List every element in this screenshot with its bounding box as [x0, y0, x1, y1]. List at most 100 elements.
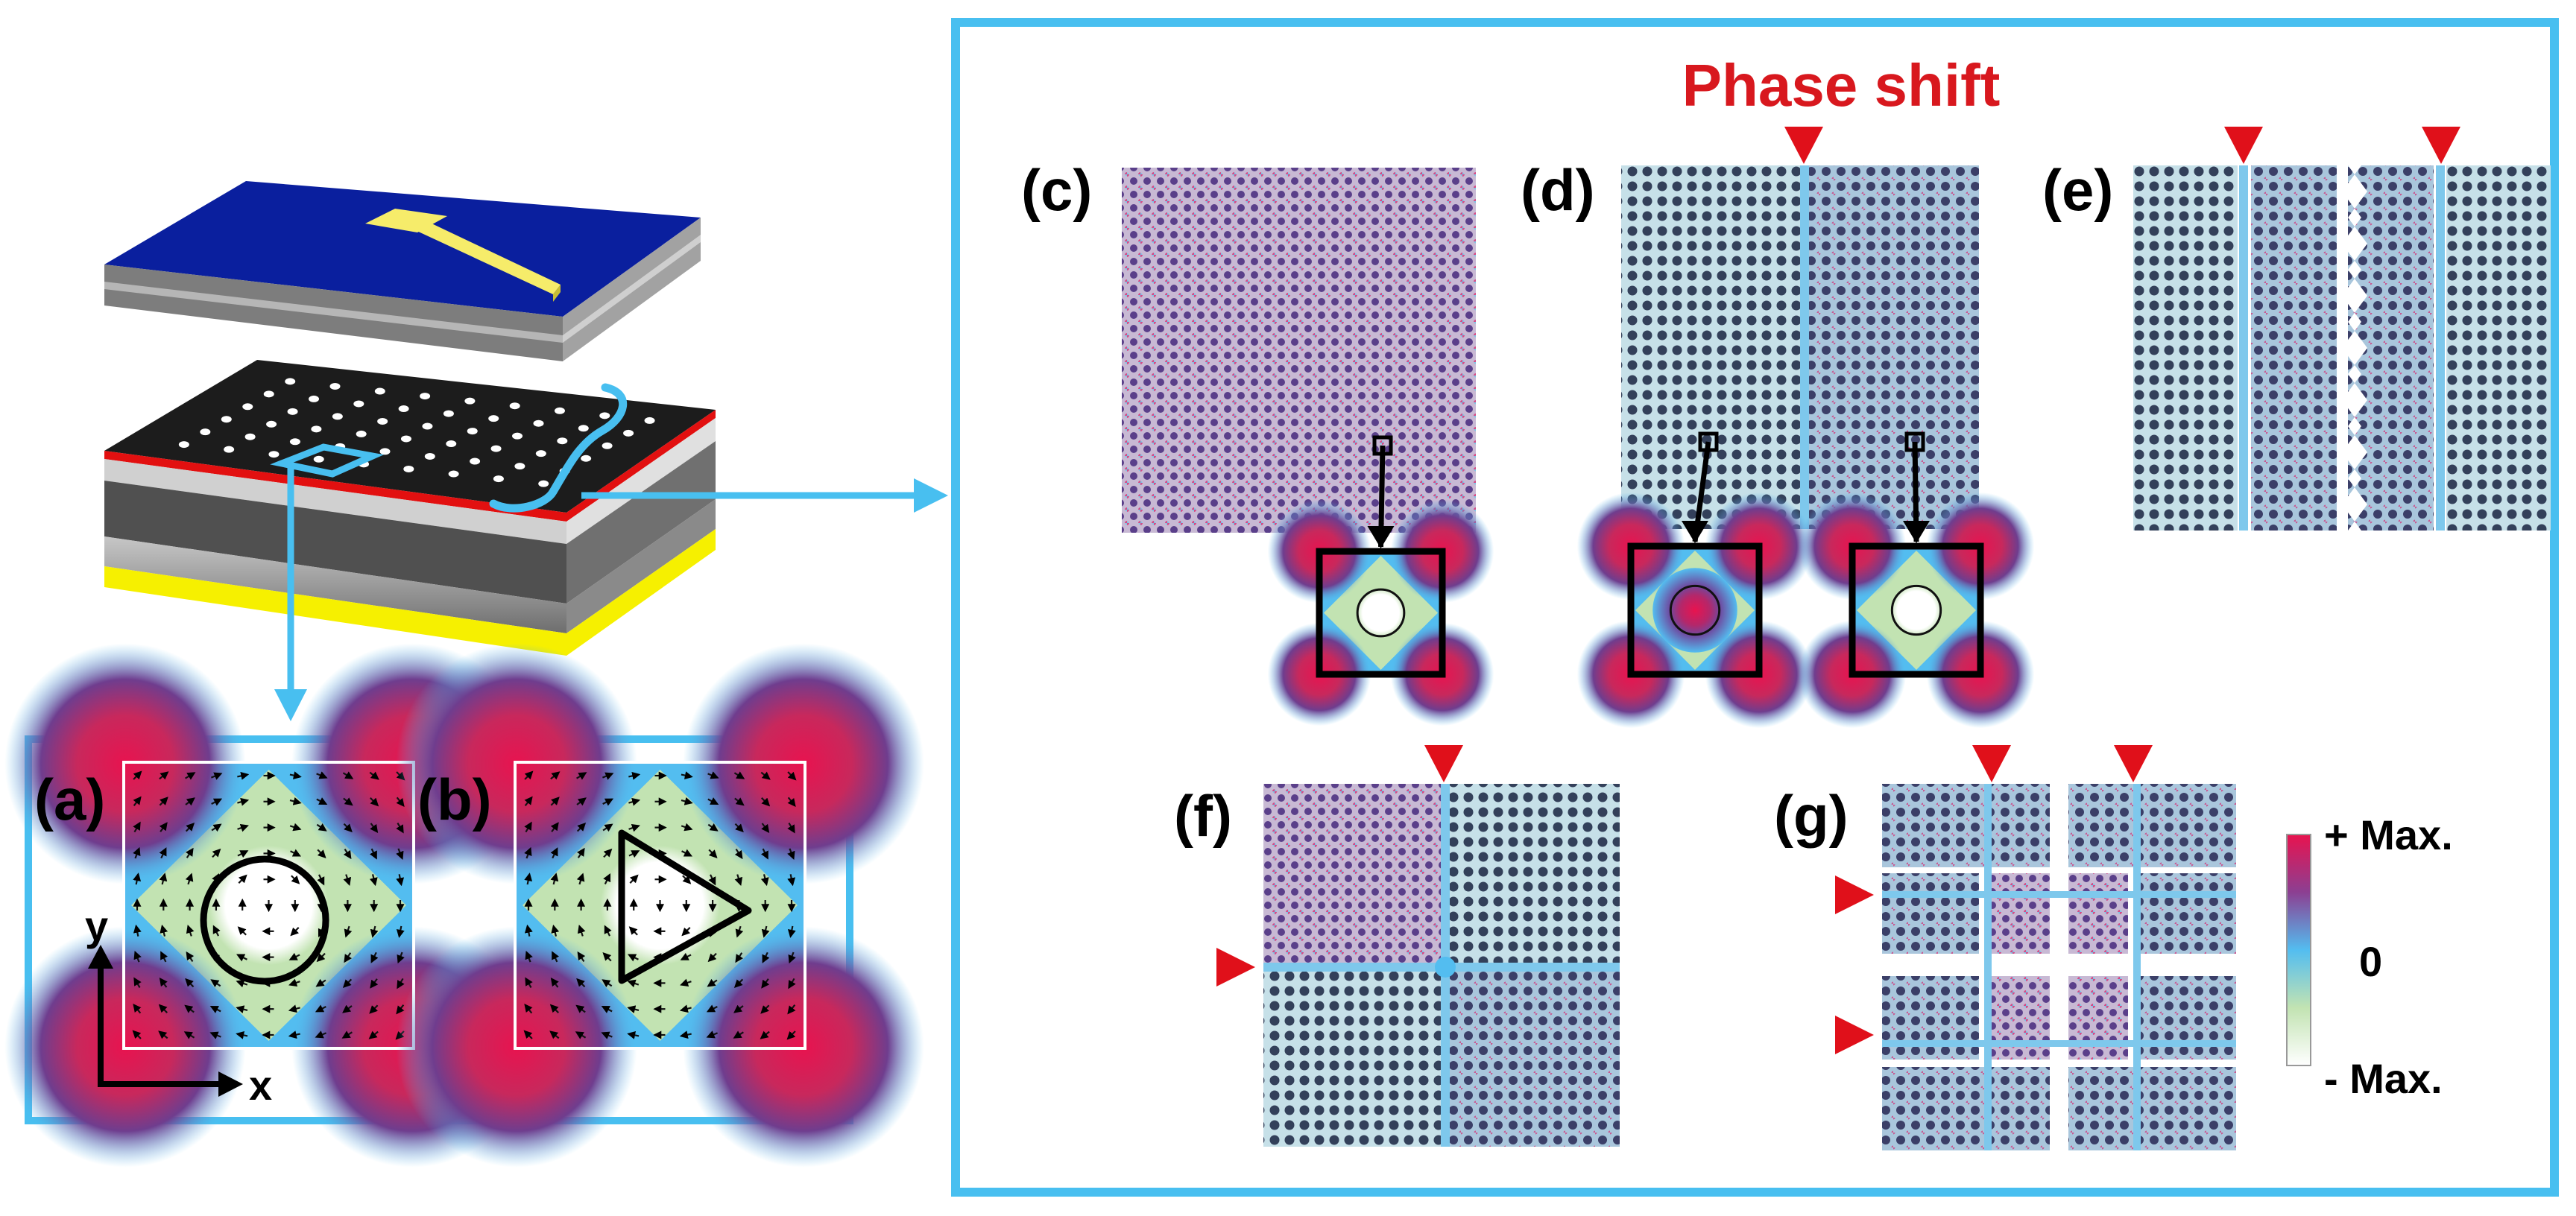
- coordinate-axes: y x: [85, 902, 272, 1109]
- panel-label-c: (c): [1021, 157, 1092, 223]
- field-vector-arrow: [185, 823, 195, 832]
- phase-shift-line-e1: [2239, 165, 2248, 531]
- field-vector-arrow: [185, 873, 194, 885]
- air-hole: [533, 419, 544, 427]
- field-vector-arrow: [209, 1031, 221, 1039]
- field-vector-arrow: [576, 797, 587, 806]
- axis-arrow-right-icon: [218, 1071, 243, 1097]
- field-vector-arrow: [315, 1004, 326, 1013]
- field-vector-arrow: [290, 849, 302, 857]
- air-hole: [403, 465, 414, 472]
- field-vector-arrow: [237, 926, 247, 936]
- field-vector-arrow: [681, 797, 693, 805]
- air-hole: [268, 451, 280, 458]
- field-vector-arrow: [288, 1004, 300, 1013]
- field-vector-arrow: [369, 848, 377, 860]
- field-vector-arrow: [680, 952, 692, 960]
- field-vector-arrow: [396, 925, 405, 938]
- blue-arrow-right-icon: [914, 478, 948, 513]
- field-vector-arrow: [628, 797, 641, 806]
- probe-square: [1698, 431, 1719, 452]
- field-vector-arrow: [369, 874, 378, 887]
- panel-d-lattice-right: [1808, 165, 1979, 529]
- panel-ab-group: (a) (b) y x: [4, 643, 924, 1168]
- field-vector-arrow: [160, 951, 168, 963]
- field-vector-arrow: [524, 873, 533, 885]
- field-vector-arrow: [132, 1030, 142, 1039]
- field-vector-arrow: [760, 848, 768, 860]
- field-vector-arrow: [316, 952, 326, 963]
- panel-g-lattice-block: [1882, 873, 1979, 954]
- field-vector-arrow: [524, 1003, 533, 1014]
- field-vector-arrow: [525, 951, 533, 963]
- field-vector-arrow: [211, 798, 223, 806]
- field-vector-arrow: [787, 1004, 796, 1015]
- panel-g-lattice-block: [1990, 976, 2050, 1060]
- black-arrow-icon: [1367, 526, 1395, 548]
- connector-arrows: [274, 468, 948, 721]
- edge-region-bracket: [489, 383, 628, 513]
- field-vector-arrow: [369, 1004, 379, 1014]
- field-vector-arrow: [159, 822, 168, 832]
- phase-shift-line-g-vertical: [1984, 784, 1992, 1150]
- field-vector-arrow: [396, 874, 405, 887]
- field-vector-arrow: [707, 978, 718, 987]
- field-vector-arrow: [186, 951, 195, 963]
- air-hole: [535, 450, 546, 457]
- field-vector-arrow: [681, 771, 693, 780]
- field-vector-arrow: [603, 873, 611, 884]
- inset-center: [1874, 568, 1959, 653]
- field-vector-arrow: [550, 847, 558, 859]
- field-vector-arrow: [603, 848, 613, 858]
- phase-shift-line-g-horizontal: [1882, 1040, 2236, 1047]
- field-vector-arrow: [575, 1004, 586, 1013]
- axis-arrow-up-icon: [88, 945, 113, 969]
- phase-shift-markers: [1216, 127, 2460, 1054]
- field-vector-arrow: [787, 823, 795, 834]
- air-hole: [313, 455, 324, 463]
- field-vector-arrow: [787, 771, 797, 781]
- panel-g-lattice-block: [1882, 784, 2050, 867]
- air-hole: [200, 428, 211, 436]
- device-stack-illustration: [104, 181, 716, 656]
- air-hole: [446, 440, 457, 448]
- red-triangle-marker-icon: [1972, 745, 2011, 782]
- field-vector-arrow: [707, 952, 717, 963]
- panel-e: (e): [2042, 157, 2551, 531]
- air-hole: [263, 390, 274, 398]
- field-vector-arrow: [211, 772, 223, 780]
- air-hole: [329, 382, 341, 390]
- field-vector-arrow: [212, 848, 221, 858]
- field-vector-arrow: [787, 797, 796, 808]
- field-vector-arrow: [133, 846, 141, 859]
- air-hole: [422, 422, 433, 430]
- field-vector-arrow: [577, 847, 585, 858]
- air-hole: [509, 402, 520, 410]
- field-vector-arrow: [343, 848, 352, 860]
- panel-f-lattice-bottom-right: [1448, 972, 1620, 1147]
- field-vector-arrow: [289, 797, 302, 805]
- air-hole: [493, 475, 504, 483]
- field-vector-arrow: [708, 874, 716, 886]
- top-electrode-layer: [104, 181, 701, 361]
- color-scale: + Max. 0 - Max.: [2286, 811, 2453, 1102]
- field-vector-arrow: [133, 796, 142, 806]
- red-triangle-marker-icon: [1216, 948, 1255, 987]
- panel-label-a: (a): [34, 767, 105, 832]
- air-hole: [285, 378, 296, 385]
- panel-g-lattice-block: [2139, 873, 2236, 954]
- field-vector-arrow: [601, 1031, 613, 1039]
- field-vector-arrow: [706, 1004, 718, 1013]
- unit-cell-selection: [270, 443, 385, 478]
- air-hole: [581, 455, 592, 462]
- phase-shift-title: Phase shift: [1682, 52, 2001, 118]
- field-vector-arrow: [370, 925, 379, 938]
- field-vector-arrow: [289, 771, 302, 780]
- panel-label-g: (g): [1774, 783, 1849, 849]
- air-hole-array: [178, 378, 655, 487]
- air-hole: [512, 432, 523, 440]
- field-vector-arrow: [317, 849, 326, 858]
- photonic-crystal-stack: [104, 360, 716, 656]
- field-vector-arrow: [735, 952, 743, 963]
- inset-frame: [1627, 542, 1763, 678]
